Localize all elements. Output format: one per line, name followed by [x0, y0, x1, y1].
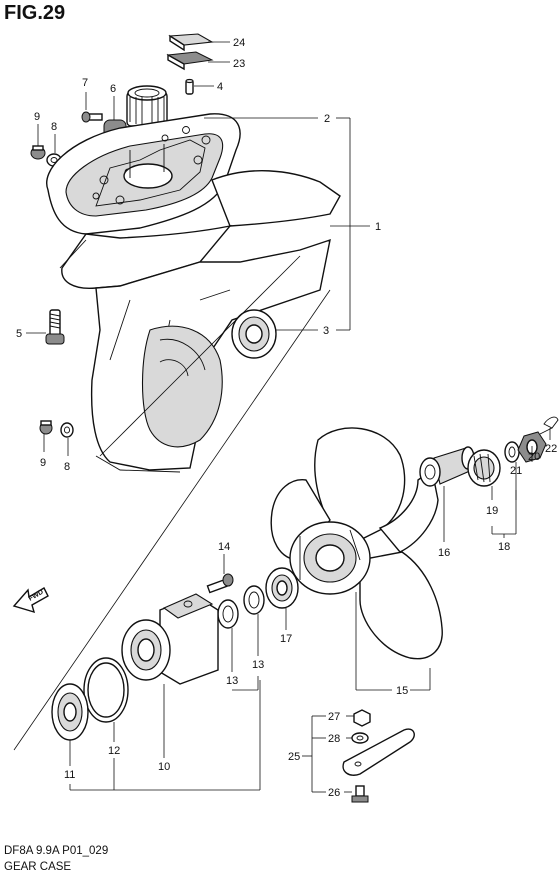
callout-24: 24	[233, 37, 245, 49]
callout-8-lower: 8	[64, 461, 70, 473]
callout-25: 25	[288, 751, 300, 763]
callout-1: 1	[375, 221, 381, 233]
part-14-bolt	[206, 573, 234, 594]
callout-16: 16	[438, 547, 450, 559]
callout-23: 23	[233, 58, 245, 70]
part-24-strip	[168, 33, 214, 52]
part-26-bolt	[351, 785, 369, 803]
part-17-thrust-washer	[265, 567, 299, 609]
part-15-propeller	[270, 427, 443, 660]
part-9-bolt-lower	[39, 420, 53, 435]
callout-7: 7	[82, 77, 88, 89]
part-12-o-ring	[83, 657, 129, 723]
callout-10: 10	[158, 761, 170, 773]
callout-15: 15	[396, 685, 408, 697]
callout-18: 18	[498, 541, 510, 553]
callout-12: 12	[108, 745, 120, 757]
callout-22: 22	[545, 443, 557, 455]
figure-title: FIG.29	[4, 2, 66, 24]
callout-3: 3	[323, 325, 329, 337]
callout-28: 28	[328, 733, 340, 745]
callout-20: 20	[528, 451, 540, 463]
callout-21: 21	[510, 465, 522, 477]
part-28-washer	[351, 732, 369, 744]
part-11-oil-seal	[51, 683, 89, 741]
part-22-cotter-pin	[539, 416, 559, 435]
part-6-needle-bearing	[126, 85, 168, 127]
part-8-washer-lower	[60, 422, 74, 438]
forward-direction-arrow: FWD	[12, 587, 49, 614]
callout-19: 19	[486, 505, 498, 517]
callout-11: 11	[64, 769, 75, 781]
part-19-spacer	[467, 449, 501, 487]
part-25-trim-tab	[342, 728, 415, 776]
part-13-o-ring-a	[217, 599, 239, 629]
part-5-bolt	[45, 309, 65, 345]
callout-8-upper: 8	[51, 121, 57, 133]
figure-code: DF8A 9.9A P01_029	[4, 845, 109, 857]
callout-6: 6	[110, 83, 116, 95]
part-23-strip	[166, 51, 214, 71]
leader-lines	[13, 41, 551, 793]
part-21-washer	[504, 441, 520, 463]
callout-9-upper: 9	[34, 111, 40, 123]
callout-13-a: 13	[252, 659, 264, 671]
part-7-screw	[81, 111, 103, 123]
callout-4: 4	[217, 81, 223, 93]
callout-13-b: 13	[226, 675, 238, 687]
callout-27: 27	[328, 711, 340, 723]
part-13-o-ring-b	[243, 585, 265, 615]
callout-5: 5	[16, 328, 22, 340]
callout-9-lower: 9	[40, 457, 46, 469]
callout-2: 2	[324, 113, 330, 125]
part-16-bushing	[419, 446, 475, 487]
figure-name: GEAR CASE	[4, 861, 72, 873]
callout-17: 17	[280, 633, 292, 645]
part-4-dowel-pin	[185, 78, 194, 95]
part-3-oil-seal	[231, 309, 277, 359]
callout-26: 26	[328, 787, 340, 799]
part-27-nut	[353, 709, 371, 727]
part-1-gear-case	[46, 113, 341, 473]
callout-14: 14	[218, 541, 230, 553]
callout-labels: 24 23 4 7 6 9 8 2 1 3 5 9 8 22 20 21 19 …	[16, 37, 557, 799]
part-10-bearing-housing	[121, 593, 219, 685]
part-9-bolt-upper	[30, 145, 46, 160]
